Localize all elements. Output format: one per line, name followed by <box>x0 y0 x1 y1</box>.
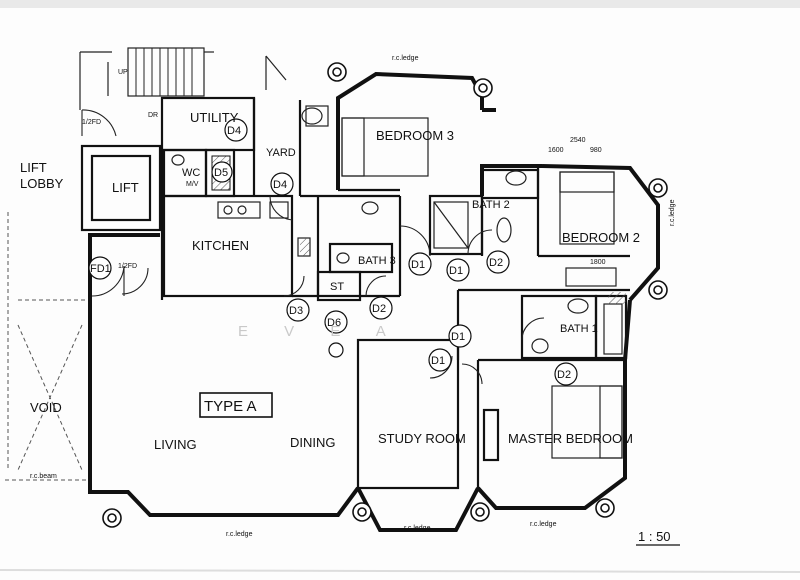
door-d1-d: D1 <box>431 355 445 367</box>
store-label: ST <box>330 281 344 293</box>
exterior-walls <box>88 71 660 532</box>
rc-ledge-bottom-1: r.c.ledge <box>226 531 253 538</box>
dim-c: 1600 <box>548 147 564 154</box>
door-d1-a: D1 <box>411 259 425 271</box>
bath1-label: BATH 1 <box>560 323 598 335</box>
door-d2-b: D2 <box>372 303 386 315</box>
wc-sub-label: M/V <box>186 181 199 188</box>
rc-ledge-bottom-3: r.c.ledge <box>530 521 557 528</box>
master-bedroom-label: MASTER BEDROOM <box>508 431 633 446</box>
door-tags <box>88 118 578 386</box>
bedroom2-label: BEDROOM 2 <box>562 230 640 245</box>
kitchen-label: KITCHEN <box>192 238 249 253</box>
door-d2-a: D2 <box>489 257 503 269</box>
rc-ledge-top: r.c.ledge <box>392 55 419 62</box>
type-title: TYPE A <box>204 398 257 415</box>
interior-walls <box>80 96 630 490</box>
rc-beam: r.c.beam <box>30 473 57 480</box>
door-half-fd-a: 1/2FD <box>82 119 101 126</box>
dr-label: DR <box>148 112 158 119</box>
wc-label: WC <box>182 167 200 179</box>
door-d1-c: D1 <box>451 331 465 343</box>
door-d5: D5 <box>214 167 228 179</box>
stair-up: UP <box>118 69 128 76</box>
bedroom3-label: BEDROOM 3 <box>376 128 454 143</box>
dining-label: DINING <box>290 435 336 450</box>
door-fd1: FD1 <box>90 263 111 275</box>
lift-lobby-label-1: LIFT <box>20 160 47 175</box>
rc-ledge-right: r.c.ledge <box>669 199 676 226</box>
dim-a: 2540 <box>570 137 586 144</box>
rc-ledge-bottom-2: r.c.ledge <box>404 525 431 532</box>
dim-d: 980 <box>590 147 602 154</box>
door-d6: D6 <box>327 317 341 329</box>
lift-label: LIFT <box>112 180 139 195</box>
door-d3: D3 <box>289 305 303 317</box>
utility-label: UTILITY <box>190 110 239 125</box>
scale-label: 1 : 50 <box>638 529 671 544</box>
dim-b: 1800 <box>590 259 606 266</box>
columns <box>102 62 668 528</box>
door-d1-b: D1 <box>449 265 463 277</box>
watermark: E V E A <box>238 323 402 340</box>
void-outline <box>5 212 88 481</box>
living-label: LIVING <box>154 437 197 452</box>
room-labels: LIFT LOBBY LIFT UTILITY YARD WC M/V KITC… <box>20 110 640 452</box>
bath2-label: BATH 2 <box>472 199 510 211</box>
study-label: STUDY ROOM <box>378 431 466 446</box>
bath3-label: BATH 3 <box>358 255 396 267</box>
door-d4-a: D4 <box>227 125 241 137</box>
yard-label: YARD <box>266 147 296 159</box>
door-d4-b: D4 <box>273 179 287 191</box>
lift-lobby-label-2: LOBBY <box>20 176 64 191</box>
door-swings <box>81 109 545 385</box>
door-d2-c: D2 <box>557 369 571 381</box>
door-half-fd-b: 1/2FD <box>118 263 137 270</box>
door-labels: D4 D4 D5 FD1 1/2FD 1/2FD D1 D1 D1 D1 D2 … <box>82 119 571 381</box>
void-label: VOID <box>30 400 62 415</box>
notes: r.c.ledge r.c.ledge r.c.ledge r.c.ledge … <box>30 55 676 544</box>
title-box <box>199 392 273 418</box>
